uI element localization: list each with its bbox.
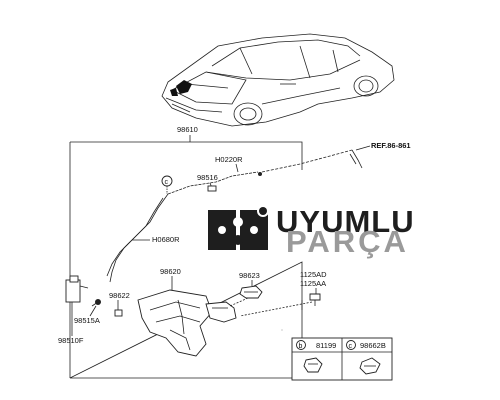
connector-part: [207, 185, 217, 192]
label-h0220r: H0220R: [215, 155, 243, 164]
label-98622: 98622: [109, 291, 130, 300]
label-98620: 98620: [160, 267, 181, 276]
callout-c: c: [161, 175, 173, 194]
bolt-part: [309, 293, 321, 306]
label-98610: 98610: [177, 125, 198, 134]
label-1125ad: 1125AD: [300, 270, 327, 279]
label-98510f: 98510F: [58, 336, 84, 345]
svg-text:c: c: [165, 179, 169, 186]
watermark-line1: UYUMLU: [276, 204, 415, 239]
legend-callout-b: b: [296, 340, 306, 350]
legend-81199: 81199: [316, 341, 336, 350]
legend-clip-b: [303, 357, 323, 373]
legend-box: [291, 337, 393, 381]
svg-text:b: b: [299, 343, 303, 350]
seal-part: [114, 309, 123, 317]
pump-part: [65, 275, 101, 307]
legend-98662b: 98662B: [360, 341, 386, 350]
label-h0680r: H0680R: [152, 235, 180, 244]
legend-clip-c: [359, 357, 381, 375]
cap-part: [239, 285, 263, 299]
label-98516: 98516: [197, 173, 218, 182]
label-1125aa: 1125AA: [300, 279, 326, 288]
legend-callout-c: c: [346, 340, 356, 350]
clip-point: [258, 172, 262, 176]
ref-hose: [261, 145, 371, 173]
car-illustration: [161, 33, 395, 127]
svg-text:c: c: [349, 343, 353, 350]
label-ref: REF.86-861: [371, 141, 411, 150]
watermark-logo: [208, 205, 269, 250]
watermark-line2: PARÇA: [286, 224, 409, 259]
label-98515a: 98515A: [74, 316, 100, 325]
label-98623: 98623: [239, 271, 260, 280]
reservoir-tank: [137, 289, 237, 357]
